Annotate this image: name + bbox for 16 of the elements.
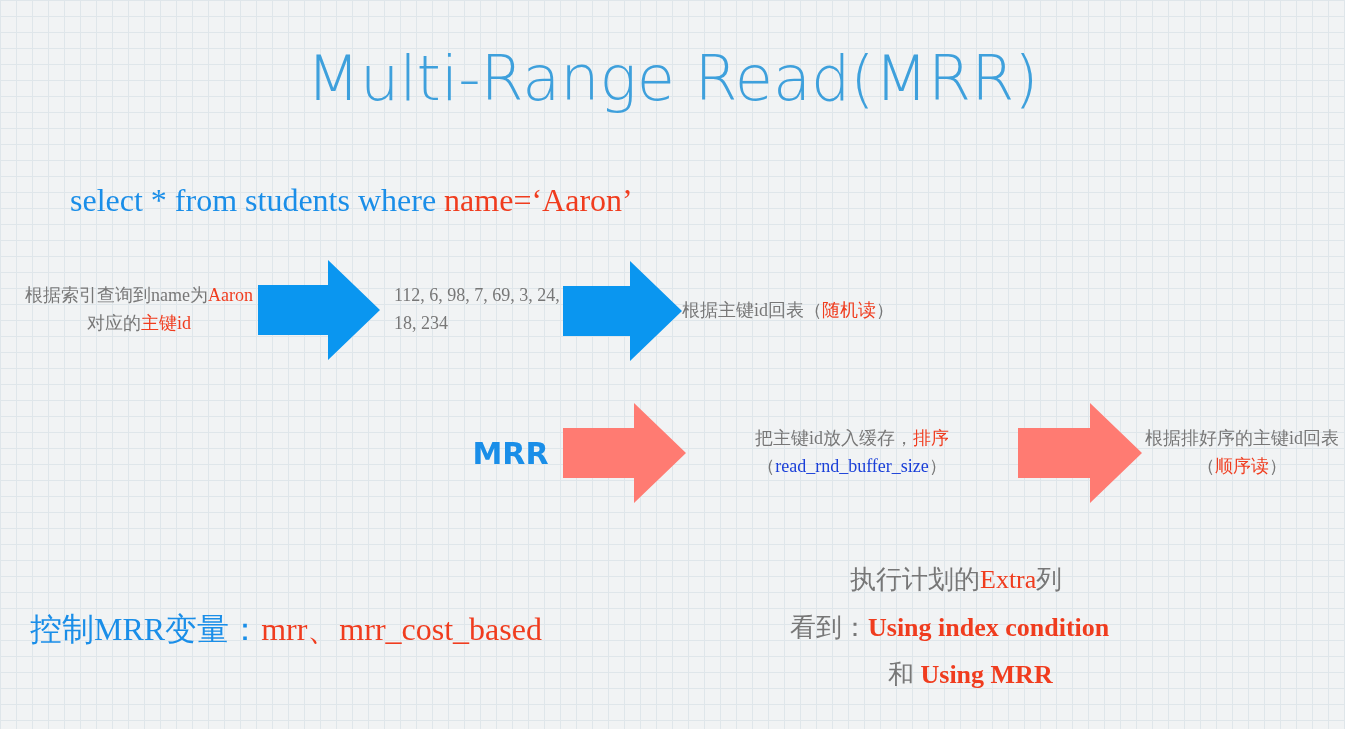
label-text: MRR [458,432,563,476]
block-arrow [1018,403,1142,503]
step-text: 把主键id放入缓存，排序（read_rnd_buffer_size） [686,420,1018,486]
note-text: select * from students where name=‘Aaron’ [70,182,633,219]
title: Multi-Range Read(MRR) [305,42,1040,115]
step-text: 根据排好序的主键id回表（顺序读） [1142,420,1342,486]
block-arrow [563,403,686,503]
step-text: 根据主键id回表（随机读） [682,295,982,327]
note-text: 看到：Using index condition [790,612,1110,644]
step-text: 112, 6, 98, 7, 69, 3, 24, 18, 234 [380,280,563,340]
step-text: 根据索引查询到name为Aaron对应的主键id [20,262,258,358]
note-text: 执行计划的Extra列 [850,564,1063,596]
block-arrow [258,260,380,360]
note-text: 控制MRR变量：mrr、mrr_cost_based [30,610,542,649]
block-arrow [563,261,682,361]
note-text: 和 Using MRR [888,659,1053,691]
